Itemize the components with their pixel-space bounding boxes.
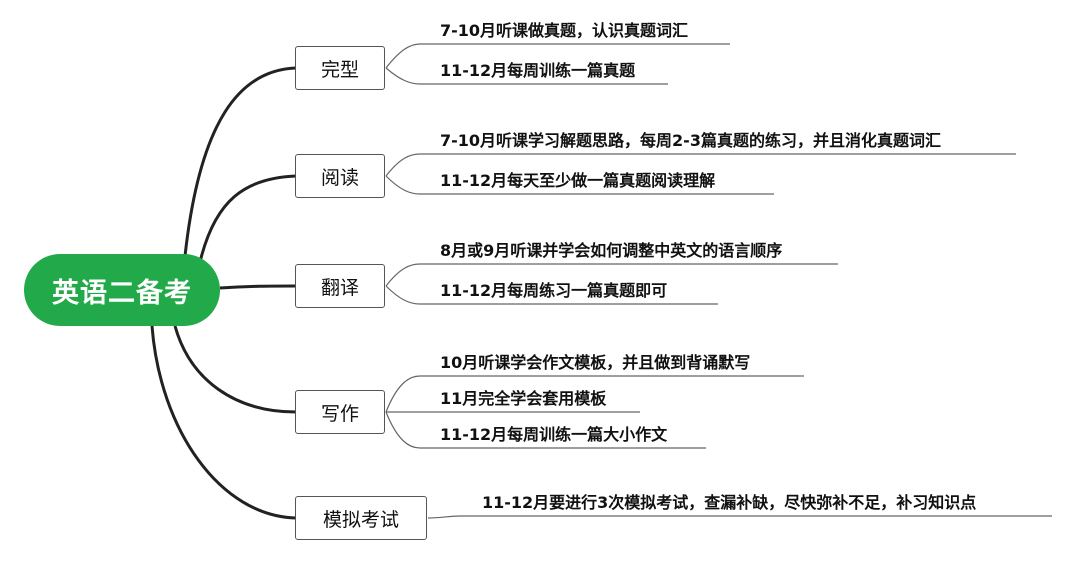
connector-yuedu-leaf-2 [385, 175, 774, 195]
connector-xiezuo-leaf-3 [385, 411, 706, 449]
leaf-fanyi-2[interactable]: 11-12月每周练习一篇真题即可 [440, 281, 668, 300]
connector-yuedu-leaf-1 [385, 153, 1016, 177]
connector-wanxing-leaf-2 [385, 67, 668, 85]
connector-root-to-yuedu [198, 174, 297, 263]
leaf-yuedu-2[interactable]: 11-12月每天至少做一篇真题阅读理解 [440, 171, 716, 190]
leaf-xiezuo-1[interactable]: 10月听课学会作文模板，并且做到背诵默写 [440, 353, 751, 372]
connector-moni-leaf-1 [427, 515, 1052, 519]
branch-node-wanxing[interactable]: 完型 [295, 46, 385, 90]
branch-node-moni[interactable]: 模拟考试 [295, 496, 427, 540]
branch-node-xiezuo[interactable]: 写作 [295, 390, 385, 434]
leaf-wanxing-1[interactable]: 7-10月听课做真题，认识真题词汇 [440, 21, 689, 40]
branch-node-yuedu[interactable]: 阅读 [295, 154, 385, 198]
connector-fanyi-leaf-2 [385, 285, 718, 305]
connector-root-to-moni [150, 325, 297, 520]
connector-root-to-wanxing [183, 66, 297, 257]
leaf-xiezuo-2[interactable]: 11月完全学会套用模板 [440, 389, 607, 408]
connector-root-to-xiezuo [173, 325, 297, 414]
connector-root-to-fanyi [219, 284, 297, 290]
leaf-xiezuo-3[interactable]: 11-12月每周训练一篇大小作文 [440, 425, 668, 444]
root-node[interactable]: 英语二备考 [24, 254, 220, 326]
leaf-yuedu-1[interactable]: 7-10月听课学习解题思路，每周2-3篇真题的练习，并且消化真题词汇 [440, 131, 941, 150]
leaf-moni-1[interactable]: 11-12月要进行3次模拟考试，查漏补缺，尽快弥补不足，补习知识点 [482, 493, 977, 512]
branch-node-fanyi[interactable]: 翻译 [295, 264, 385, 308]
connector-xiezuo-leaf-1 [385, 375, 804, 413]
connector-fanyi-leaf-1 [385, 263, 838, 287]
leaf-fanyi-1[interactable]: 8月或9月听课并学会如何调整中英文的语言顺序 [440, 241, 783, 260]
connector-wanxing-leaf-1 [385, 43, 730, 69]
leaf-wanxing-2[interactable]: 11-12月每周训练一篇真题 [440, 61, 636, 80]
